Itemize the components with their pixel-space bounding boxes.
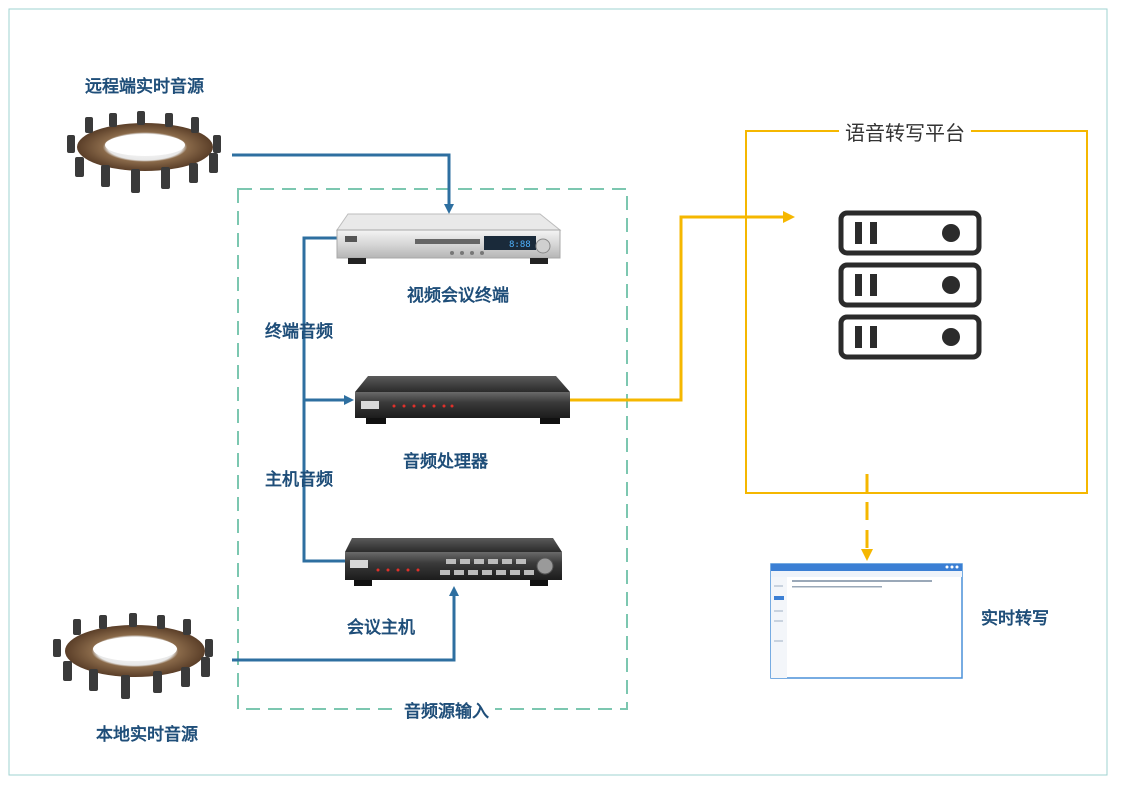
processor-device-icon — [355, 376, 570, 424]
remote-source-label: 远程端实时音源 — [85, 77, 204, 97]
local-to-host-line — [232, 586, 459, 662]
app-window-icon — [770, 563, 963, 679]
platform-box — [745, 130, 1088, 494]
video-terminal-label: 视频会议终端 — [407, 286, 509, 306]
terminal-device-icon: 8:88 — [336, 213, 562, 264]
host-audio-label: 主机音频 — [265, 470, 333, 490]
processor-to-platform-line — [570, 211, 795, 402]
outer-frame — [8, 8, 1108, 776]
audio-processor-label: 音频处理器 — [403, 452, 488, 472]
conference-host-label: 会议主机 — [347, 618, 415, 638]
remote-to-terminal-line — [232, 153, 454, 214]
platform-title: 语音转写平台 — [839, 117, 971, 146]
svg-text:8:88: 8:88 — [509, 240, 531, 250]
host-device-icon — [345, 538, 562, 586]
local-room-icon — [53, 613, 213, 699]
realtime-transcription-label: 实时转写 — [981, 609, 1049, 629]
terminal-audio-label: 终端音频 — [265, 322, 333, 342]
remote-room-icon — [67, 111, 221, 193]
audio-input-label: 音频源输入 — [398, 697, 495, 722]
local-source-label: 本地实时音源 — [96, 725, 198, 745]
server-stack-icon — [838, 210, 982, 360]
